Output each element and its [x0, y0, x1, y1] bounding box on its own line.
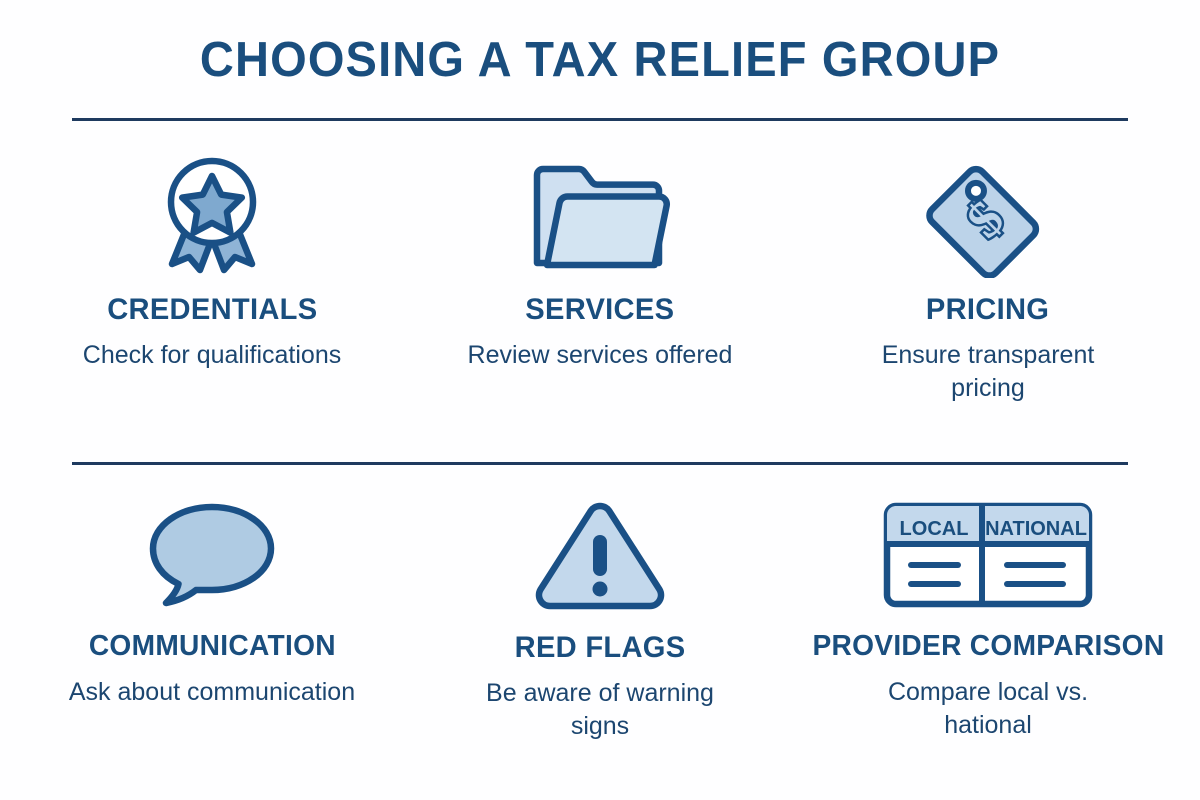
card-description: Compare local vs. hational: [887, 677, 1089, 740]
comparison-table-icon: LOCAL NATIONAL: [882, 495, 1094, 615]
card-description: Be aware of warning signs: [486, 678, 714, 741]
card-communication: COMMUNICATION Ask about communication: [18, 495, 406, 709]
title-section: CHOOSING A TAX RELIEF GROUP: [0, 0, 1200, 87]
card-services: SERVICES Review services offered: [406, 157, 794, 373]
card-row-top: CREDENTIALS Check for qualifications SER…: [0, 121, 1200, 462]
award-ribbon-icon: [156, 157, 268, 277]
card-provider-comparison: LOCAL NATIONAL PROVIDER COMPARISON Compa…: [794, 495, 1182, 743]
table-header-local: LOCAL: [900, 518, 969, 540]
card-heading: COMMUNICATION: [88, 629, 336, 662]
price-tag-icon: $: [924, 157, 1052, 278]
card-red-flags: RED FLAGS Be aware of warning signs: [406, 495, 794, 744]
card-description: Review services offered: [467, 340, 733, 369]
card-heading: PROVIDER COMPARISON: [812, 629, 1164, 662]
card-heading: RED FLAGS: [514, 630, 686, 664]
card-heading: SERVICES: [525, 292, 675, 326]
card-heading: CREDENTIALS: [106, 292, 318, 326]
table-header-national: NATIONAL: [985, 518, 1087, 540]
card-row-bottom: COMMUNICATION Ask about communication RE…: [0, 465, 1200, 800]
page-title: CHOOSING A TAX RELIEF GROUP: [199, 33, 1001, 87]
card-credentials: CREDENTIALS Check for qualifications: [18, 157, 406, 373]
speech-bubble-icon: [144, 495, 280, 615]
card-heading: PRICING: [926, 292, 1050, 326]
warning-triangle-icon: [533, 495, 667, 615]
card-description: Ask about communication: [68, 677, 356, 706]
folder-icon: [527, 157, 673, 277]
card-description: Check for qualifications: [82, 340, 342, 369]
divider-top: [72, 117, 1128, 121]
card-pricing: $ PRICING Ensure transparent pricing: [794, 157, 1182, 406]
divider-middle: [72, 461, 1128, 465]
card-description: Ensure transparent pricing: [881, 340, 1095, 403]
